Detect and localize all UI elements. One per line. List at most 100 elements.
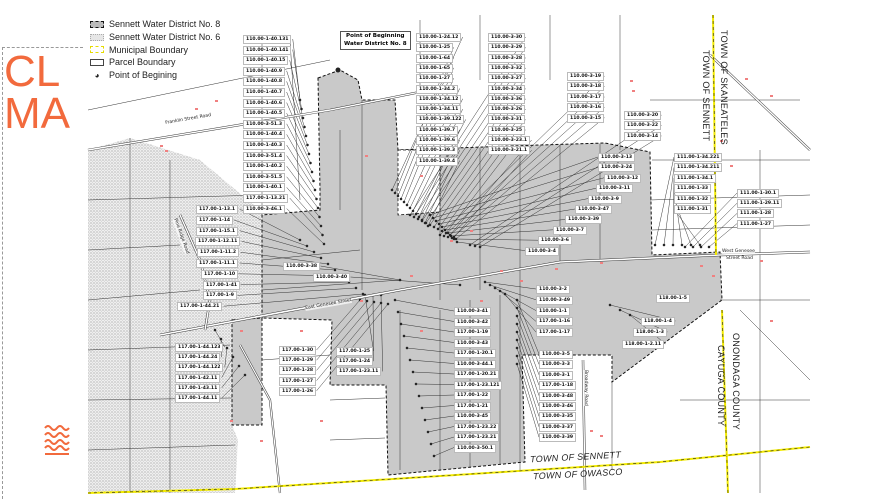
leader-line <box>286 113 311 164</box>
leader-line <box>429 156 599 216</box>
leader-line <box>516 323 540 386</box>
parcel-label: 110.00-1-34.11 <box>416 105 462 115</box>
leader-line <box>516 315 540 375</box>
parcel-label: 110.00-3-23.1 <box>488 136 531 145</box>
arrow-head-icon <box>318 215 321 219</box>
arrow-head-icon <box>396 310 400 314</box>
municipal-swatch-icon <box>90 46 104 54</box>
parcel-label: 110.00-3-19 <box>567 72 605 81</box>
point-of-beginning-label: Point of Beginning Water District No. 8 <box>340 31 411 50</box>
leader-line <box>221 374 246 399</box>
arrow-head-icon <box>393 298 397 302</box>
parcel-label: 110.00-1-40.1 <box>243 183 286 193</box>
parcel-label: 117.00-1-16 <box>536 317 574 327</box>
leader-line <box>684 192 738 248</box>
arrow-head-icon <box>307 152 311 156</box>
leader-line <box>474 125 662 247</box>
arrow-head-icon <box>411 370 415 374</box>
parcel-label: 110.00-3-14 <box>624 131 662 141</box>
arrow-head-icon <box>319 224 323 228</box>
leader-line <box>447 219 566 234</box>
parcel-label: 111.00-1-34.1 <box>674 173 717 183</box>
leader-line <box>286 70 305 128</box>
parcel-label: 110.00-3-24 <box>598 163 636 173</box>
arrow-head-icon <box>432 454 436 458</box>
leader-line <box>455 117 605 240</box>
parcel-label: 110.00-3-39 <box>539 433 577 443</box>
arrow-head-icon <box>440 229 444 233</box>
parcel-label: 110.00-1-64 <box>416 53 454 63</box>
parcel-label: 110.00-3-32 <box>488 63 526 73</box>
parcel-label: 110.00-1-40.5 <box>243 109 286 119</box>
arrow-head-icon <box>699 245 703 249</box>
parcel-label: 110.00-3-31 <box>488 115 526 125</box>
arrow-head-icon <box>316 206 320 210</box>
parcel-label: 117.00-1-44.21 <box>177 302 223 312</box>
legend-item: Sennett Water District No. 6 <box>90 31 220 44</box>
parcel-label: 110.00-1-40.7 <box>243 88 286 97</box>
town-label: TOWN OF SENNETT <box>701 50 711 142</box>
leader-line <box>316 299 361 351</box>
leader-line <box>435 177 605 222</box>
parcel-label: 110.00-3-46 <box>539 402 577 411</box>
leader-line <box>516 331 540 396</box>
arrow-head-icon <box>653 243 657 247</box>
road-label: Street Road <box>726 256 753 261</box>
parcel-label: 117.00-1-11.2 <box>197 248 240 258</box>
arrow-head-icon <box>671 243 675 247</box>
parcel-label: 110.00-1-65 <box>416 63 454 73</box>
leader-line <box>406 347 455 354</box>
leader-line <box>499 290 537 322</box>
arrow-head-icon <box>414 382 418 386</box>
parcel-label: 110.00-3-6 <box>538 236 572 246</box>
arrow-head-icon <box>321 233 324 237</box>
road-label: Broadway Road <box>583 370 588 406</box>
arrow-head-icon <box>305 244 309 248</box>
leader-line <box>221 365 240 388</box>
arrow-head-icon <box>309 161 312 165</box>
arrow-head-icon <box>405 203 409 207</box>
parcel-label: 117.00-1-41 <box>203 280 241 290</box>
parcel-label: 110.00-3-35 <box>539 412 577 422</box>
district-6-area <box>88 138 262 493</box>
leader-line <box>316 302 382 381</box>
arrow-head-icon <box>608 303 612 307</box>
parcel-label: 110.00-3-51.3 <box>243 119 286 129</box>
arrow-head-icon <box>683 245 687 249</box>
arrow-head-icon <box>434 219 438 223</box>
building-markers <box>160 78 773 442</box>
parcel-label: 110.00-3-18 <box>567 82 605 92</box>
leader-line <box>439 75 605 236</box>
parcel-label: 110.00-3-38 <box>283 262 321 271</box>
arrow-head-icon <box>306 143 309 147</box>
road-label: West Genesee <box>722 249 755 254</box>
parcel-label: 110.00-3-5 <box>539 350 573 359</box>
arrow-head-icon <box>399 197 403 201</box>
leader-line <box>444 208 576 231</box>
parcel-label: 117.00-1-18 <box>539 381 577 391</box>
parcel-label: 111.00-1-34.211 <box>674 163 723 173</box>
parcel-label: 117.00-1-28 <box>279 366 317 376</box>
leader-line <box>221 356 234 378</box>
leader-line <box>672 177 675 246</box>
arrow-head-icon <box>515 338 519 342</box>
leader-line <box>516 339 540 407</box>
arrow-head-icon <box>417 394 421 398</box>
leader-line <box>316 300 368 361</box>
parcel-label: 117.00-1-42.11 <box>175 373 221 383</box>
parcel-label: 111.00-1-31 <box>674 205 712 214</box>
district-8-swatch-icon <box>90 20 104 28</box>
arrow-head-icon <box>446 235 450 239</box>
leader-line <box>320 265 401 281</box>
district-8-area <box>231 317 263 426</box>
legend-item: Sennett Water District No. 8 <box>90 18 220 31</box>
parcel-label: 110.00-3-16 <box>567 103 605 113</box>
arrow-head-icon <box>691 245 695 249</box>
leader-line <box>372 294 374 362</box>
leader-line <box>286 81 307 137</box>
arrow-head-icon <box>428 213 432 217</box>
leader-line <box>286 208 325 245</box>
parcel-label: 117.00-1-23.121 <box>454 380 503 390</box>
arrow-head-icon <box>231 355 235 359</box>
leader-line <box>286 144 316 191</box>
